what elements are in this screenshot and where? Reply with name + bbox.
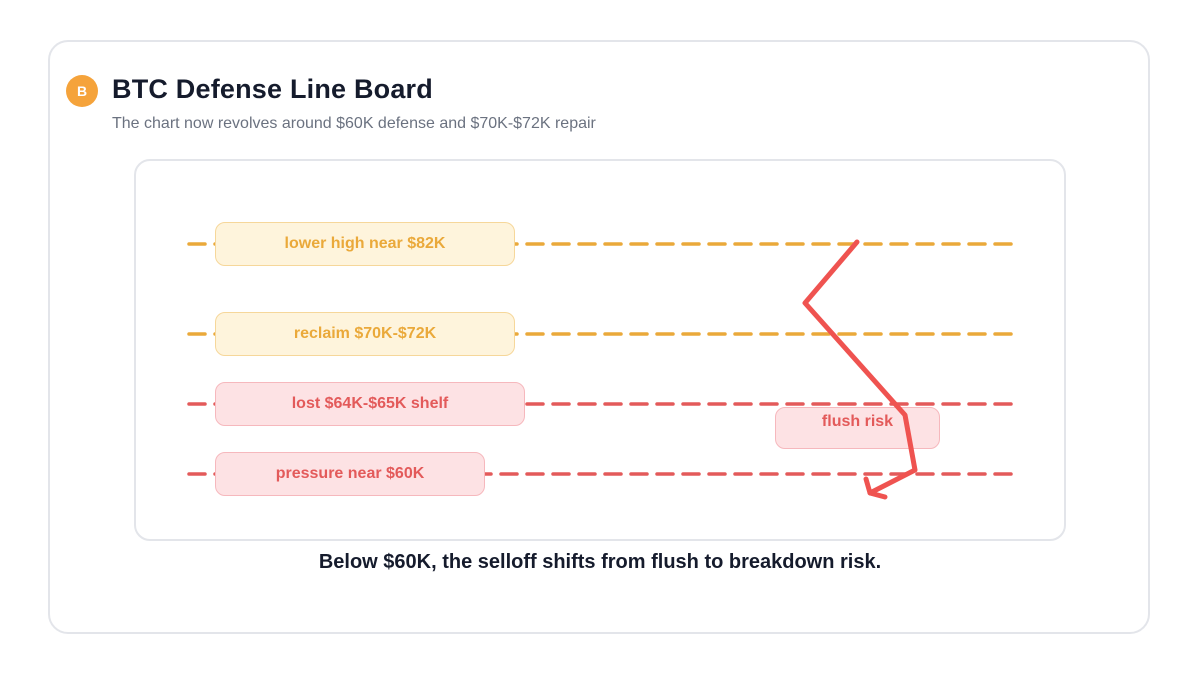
level-label-lower-high: lower high near $82K	[215, 222, 515, 266]
arrowhead-icon	[863, 476, 888, 500]
page-title: BTC Defense Line Board	[112, 74, 433, 104]
page-subtitle: The chart now revolves around $60K defen…	[112, 115, 596, 132]
caption: Below $60K, the selloff shifts from flus…	[318, 551, 882, 573]
bitcoin-logo-icon: B	[66, 75, 98, 107]
flush-risk-badge: flush risk	[775, 407, 940, 449]
level-label-reclaim: reclaim $70K-$72K	[215, 312, 515, 356]
level-label-pressure: pressure near $60K	[215, 452, 485, 496]
level-label-lost-shelf: lost $64K-$65K shelf	[215, 382, 525, 426]
price-path-arrow	[802, 239, 918, 496]
